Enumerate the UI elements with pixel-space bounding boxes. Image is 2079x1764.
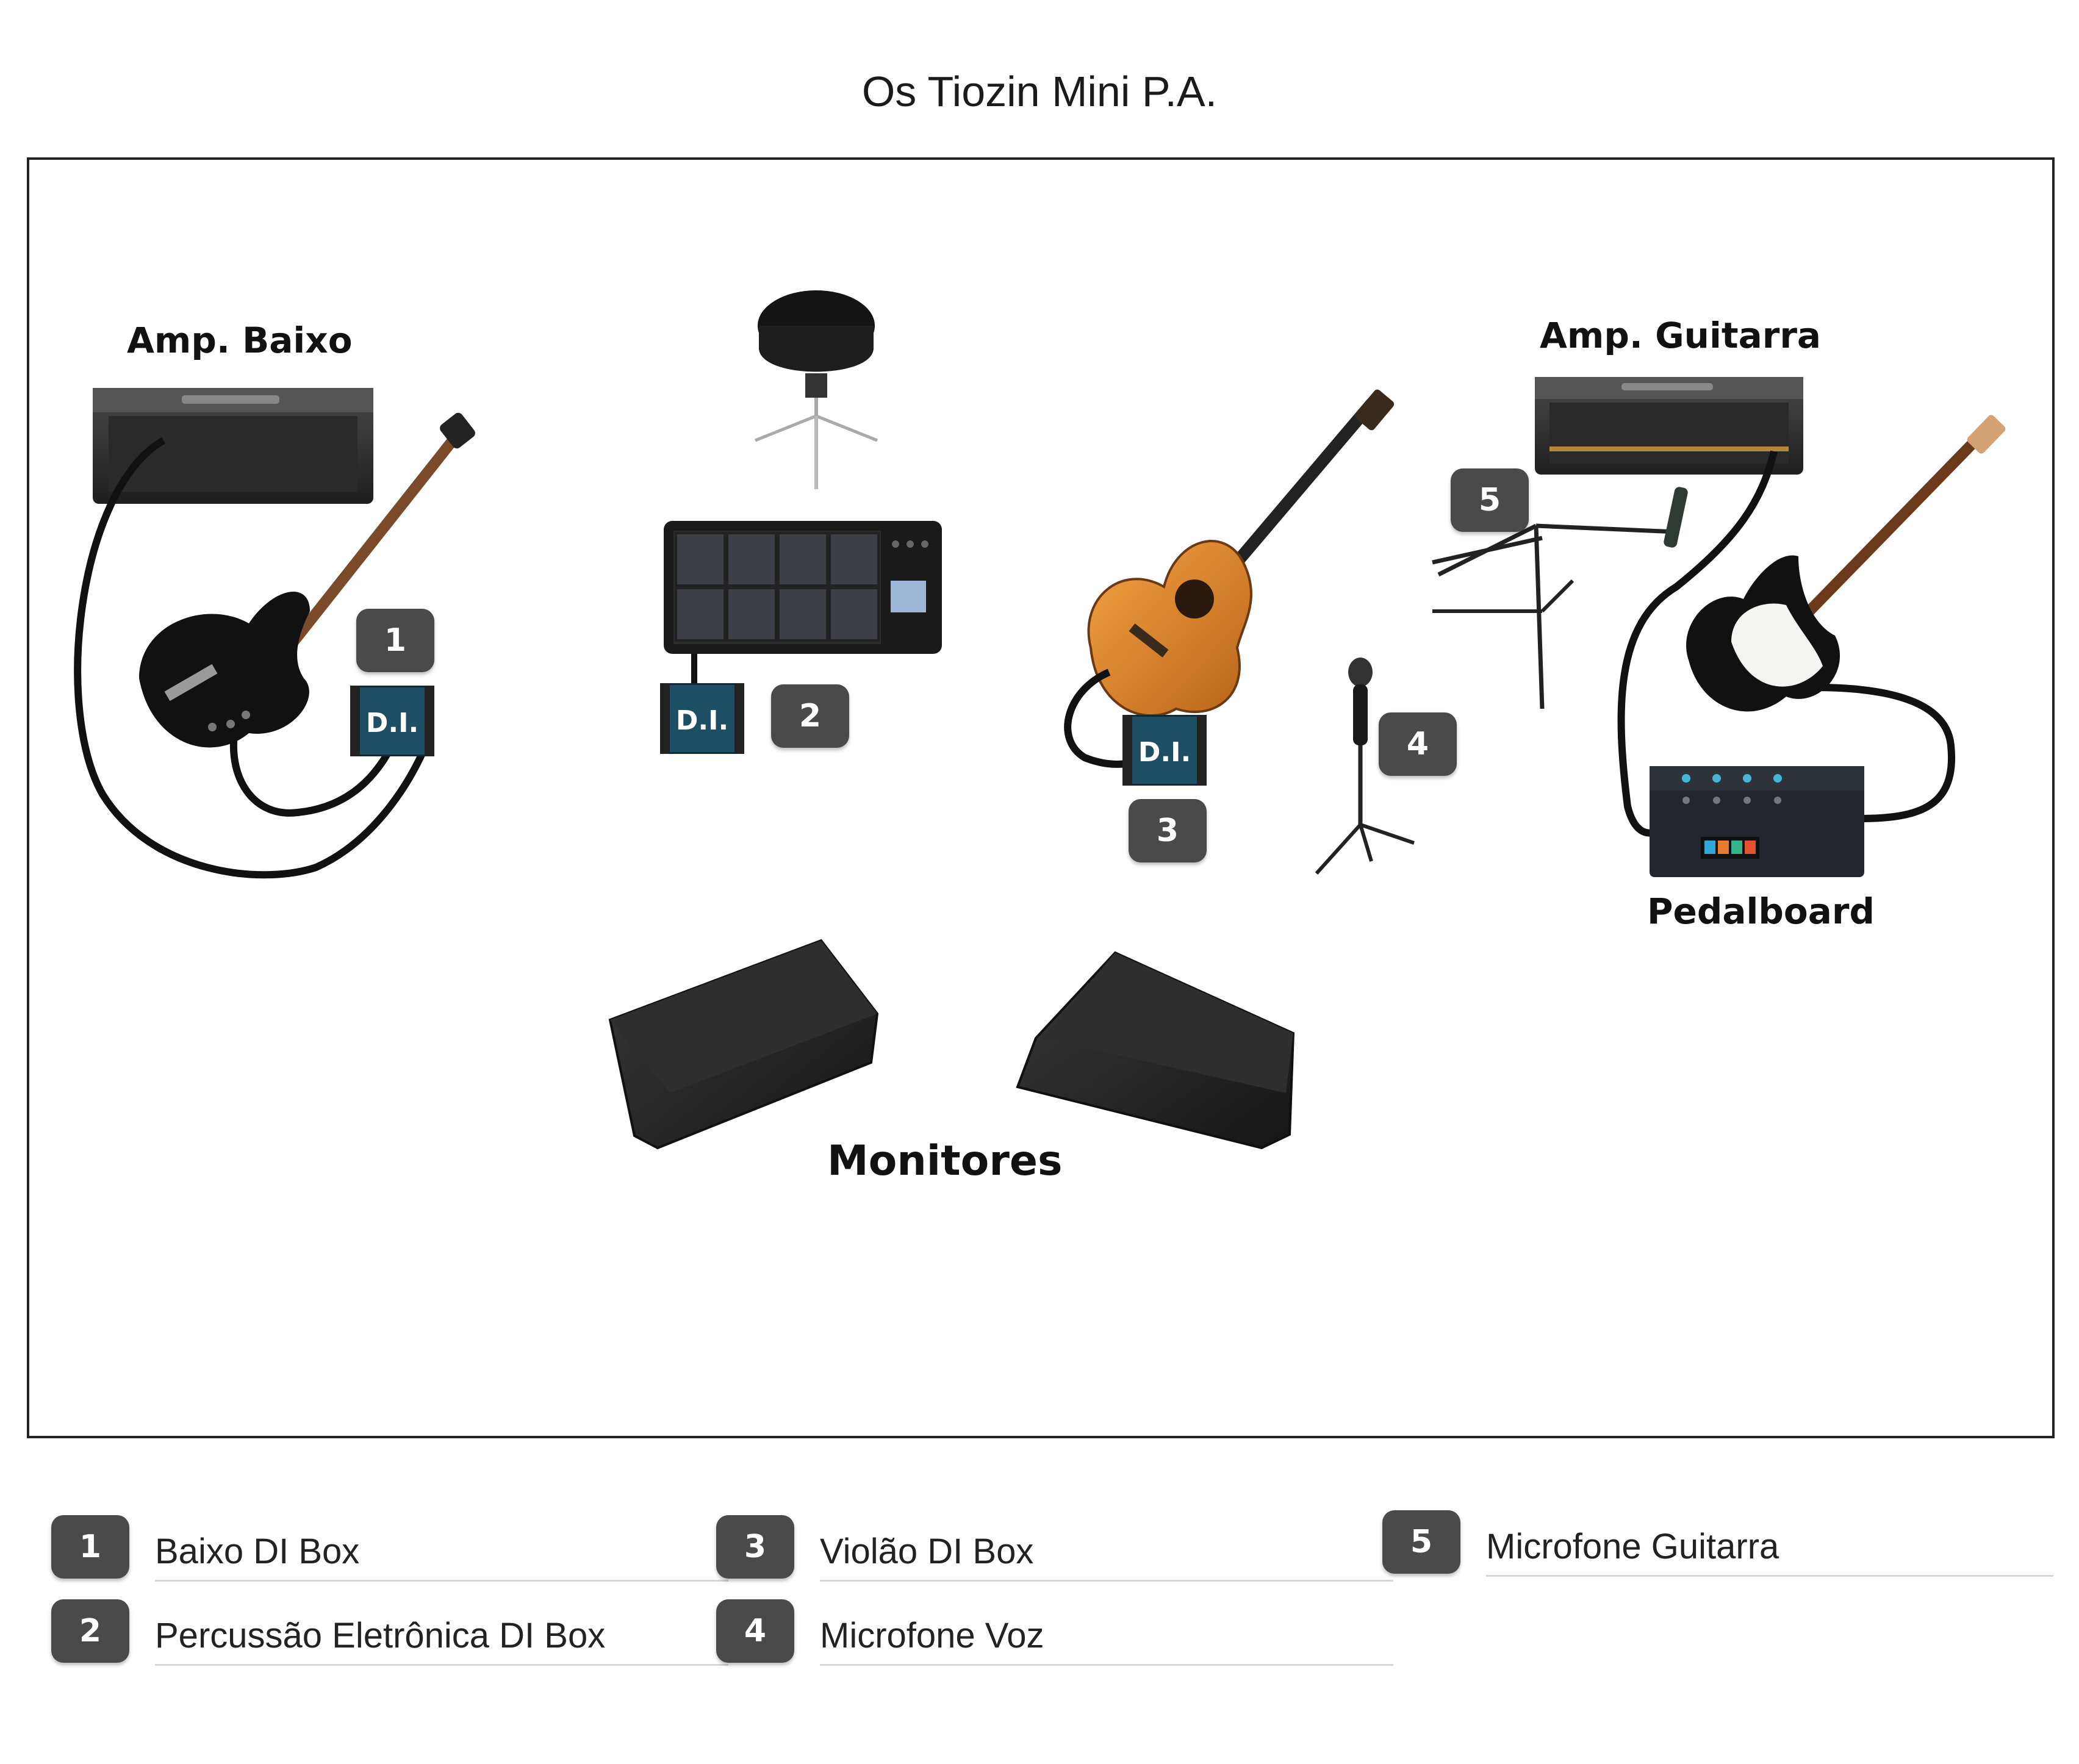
di-box-bass-icon: D.I. (348, 684, 436, 758)
vocal-mic-stand-icon (1315, 658, 1415, 875)
electric-guitar-icon (1686, 415, 2006, 712)
bass-amp-cable (74, 437, 429, 879)
di-box-percussion-icon: D.I. (658, 681, 746, 756)
acoustic-guitar-icon (1087, 389, 1395, 717)
diagram-title: Os Tiozin Mini P.A. (861, 68, 1218, 115)
stage-badge-1: 1 (356, 609, 434, 672)
stage-badge-2: 2 (771, 684, 849, 748)
label-pedalboard: Pedalboard (1647, 891, 1875, 932)
legend-text-1: Baixo DI Box (155, 1532, 360, 1571)
legend-divider (820, 1664, 1393, 1666)
stage-badge-5: 5 (1451, 468, 1529, 532)
monitor-right-icon (1016, 951, 1295, 1150)
di-label: D.I. (1138, 737, 1191, 768)
legend-text-2: Percussão Eletrônica DI Box (155, 1616, 606, 1655)
monitor-left-icon (608, 939, 879, 1150)
legend-badge-5: 5 (1382, 1510, 1460, 1574)
bass-amp-icon (93, 388, 373, 504)
legend-text-4: Microfone Voz (820, 1616, 1044, 1655)
legend-text-5: Microfone Guitarra (1486, 1527, 1779, 1566)
legend-text-3: Violão DI Box (820, 1532, 1034, 1571)
legend-divider (155, 1580, 728, 1582)
pedalboard-icon (1650, 766, 1864, 877)
legend-divider (820, 1580, 1393, 1582)
percussion-pad-icon (664, 521, 942, 684)
bass-di-cable (229, 720, 399, 817)
label-amp-guitarra: Amp. Guitarra (1540, 315, 1822, 356)
di-box-acoustic-icon: D.I. (1121, 713, 1208, 787)
di-label: D.I. (676, 705, 728, 736)
legend-divider (1486, 1575, 2053, 1577)
drum-throne-icon (755, 290, 878, 489)
legend-badge-3: 3 (716, 1515, 794, 1579)
guitar-amp-icon (1535, 377, 1803, 475)
label-monitores: Monitores (827, 1137, 1063, 1185)
guitar-amp-cable (1617, 450, 1778, 837)
stage-badge-4: 4 (1379, 712, 1457, 776)
guitar-mic-stand-icon (1432, 487, 1688, 709)
legend-badge-1: 1 (51, 1515, 129, 1579)
stage-badge-3: 3 (1129, 799, 1207, 862)
stage-plot-area: Amp. Baixo Amp. Guitarra Pedalboard Moni… (27, 157, 2055, 1438)
legend-divider (155, 1664, 728, 1666)
guitar-pedal-cable (1761, 683, 1956, 822)
label-amp-baixo: Amp. Baixo (127, 320, 353, 361)
bass-guitar-icon (139, 412, 475, 748)
di-label: D.I. (366, 708, 418, 739)
legend-badge-2: 2 (51, 1599, 129, 1663)
legend-badge-4: 4 (716, 1599, 794, 1663)
